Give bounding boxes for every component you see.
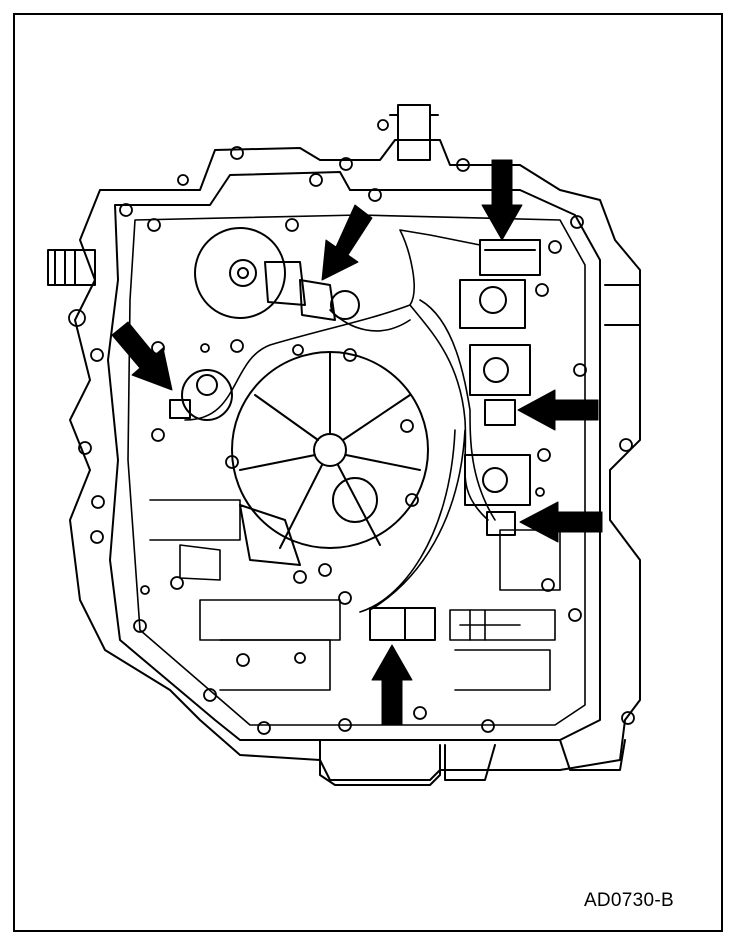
arrow-icon-right-lower [519,501,603,543]
connectors [369,399,516,641]
arrow-icon-bottom [371,644,413,726]
lower-pan [319,739,626,786]
figure-frame [13,13,723,932]
bolts [68,119,635,735]
valve-bores [149,499,561,691]
wiring-harness [184,229,496,613]
case-outline [69,139,641,781]
solenoid-stack [459,239,541,506]
valve-body-plate [107,171,601,741]
left-fitting [47,249,96,286]
inner-gasket-line [127,214,586,726]
gear-plate [231,351,429,566]
callout-arrows [111,159,603,726]
left-solenoid [169,369,233,421]
arrow-icon-left [111,321,173,391]
shift-solenoid-top-left [194,227,360,321]
arrow-icon-diagonal-top [321,204,373,281]
right-fitting [604,284,641,326]
arrow-icon-top [481,159,523,241]
arrow-icon-right-upper [517,389,599,431]
top-stem [389,104,439,161]
figure-id-label: AD0730-B [583,890,674,911]
